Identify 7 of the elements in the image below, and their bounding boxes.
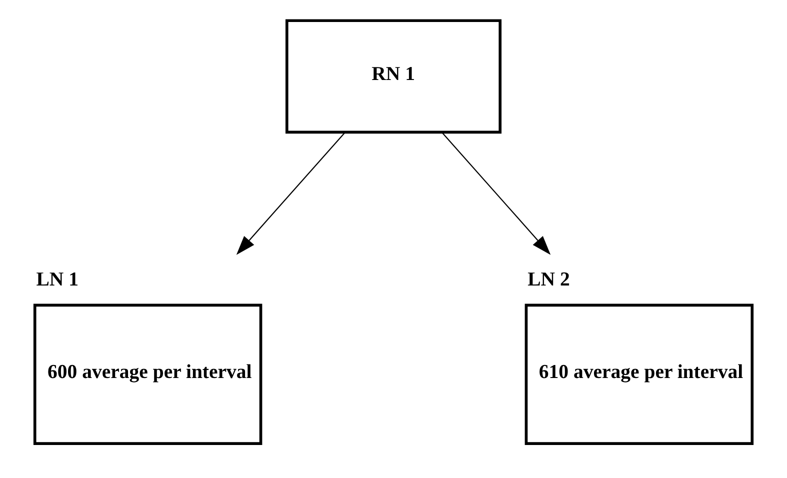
node-label: LN 2 [528, 268, 570, 290]
arrow [236, 132, 346, 254]
node-box: 610 average per interval [524, 303, 754, 444]
node-box: RN 1 [285, 18, 502, 134]
arrow [442, 132, 551, 254]
node-box: 600 average per interval [33, 303, 262, 444]
node-label: LN 1 [36, 268, 79, 290]
